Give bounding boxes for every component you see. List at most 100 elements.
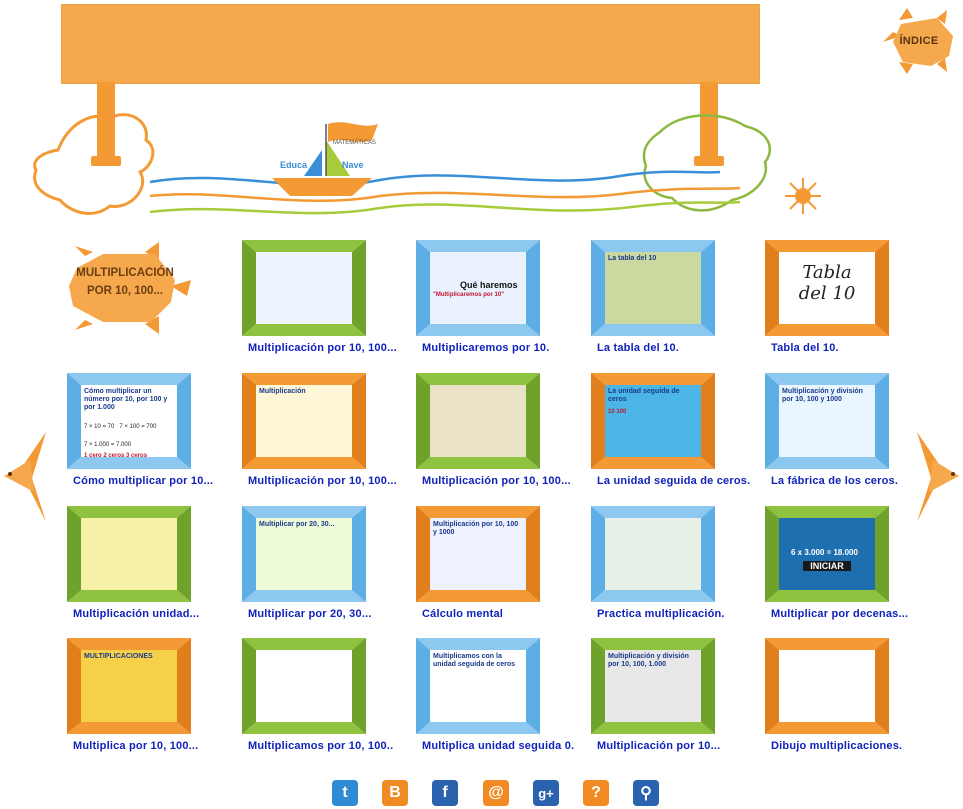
tile-caption-link[interactable]: Multiplicar por 20, 30... <box>248 608 372 620</box>
activity-tile[interactable]: Multiplicación y división por 10, 100 y … <box>765 373 889 469</box>
thumbnail-title: Multiplicación <box>259 388 306 395</box>
thumbnail-title: Multiplicar por 20, 30... <box>259 521 335 528</box>
tile-thumbnail: Multiplicación y división por 10, 100, 1… <box>605 650 701 722</box>
tile-frame <box>67 638 191 734</box>
tile-caption-link[interactable]: Cálculo mental <box>422 608 504 620</box>
tile-frame <box>67 373 191 469</box>
tile-caption-link[interactable]: Multiplicación por 10, 100... <box>248 475 397 487</box>
activity-tile[interactable]: Multiplicación <box>242 373 366 469</box>
activity-tile[interactable] <box>765 638 889 734</box>
tile-thumbnail <box>779 650 875 722</box>
tile-thumbnail: Multiplicación <box>256 385 352 457</box>
tile-caption-link[interactable]: Dibujo multiplicaciones. <box>771 740 903 752</box>
activity-tile[interactable] <box>591 506 715 602</box>
search-icon[interactable]: ⚲ <box>633 780 659 806</box>
next-page-button[interactable] <box>913 430 963 524</box>
tile-frame <box>416 638 540 734</box>
thumbnail-title: Cómo multiplicar un número por 10, por 1… <box>84 388 168 411</box>
tile-frame <box>242 240 366 336</box>
social-glyph: B <box>389 784 401 801</box>
thumbnail-subtitle: 1 cero 2 ceros 3 ceros <box>84 453 148 457</box>
tile-caption-link[interactable]: Multiplica por 10, 100... <box>73 740 199 752</box>
tile-thumbnail: La tabla del 10 <box>605 252 701 324</box>
activity-tile[interactable] <box>242 240 366 336</box>
tile-caption-link[interactable]: Multiplica unidad seguida 0. <box>422 740 575 752</box>
thumbnail-title: Multiplicación por 10, 100 y 1000 <box>433 521 519 536</box>
tile-thumbnail <box>256 252 352 324</box>
activity-tile[interactable]: La tabla del 10 <box>591 240 715 336</box>
tile-frame <box>416 373 540 469</box>
logo-word-nave: Nave <box>342 160 364 170</box>
tile-caption-link[interactable]: La fábrica de los ceros. <box>771 475 899 487</box>
activity-tile[interactable]: Multiplicación y división por 10, 100, 1… <box>591 638 715 734</box>
tile-frame <box>242 506 366 602</box>
tile-caption-link[interactable]: Tabla del 10. <box>771 342 839 354</box>
blogger-icon[interactable]: B <box>382 780 408 806</box>
tile-caption-link[interactable]: Multiplicación por 10, 100... <box>248 342 397 354</box>
thumbnail-title: Multiplicación y división por 10, 100, 1… <box>608 653 689 668</box>
thumbnail-title: MULTIPLICACIONES <box>84 653 153 660</box>
tile-frame <box>591 638 715 734</box>
social-glyph: ⚲ <box>640 785 652 802</box>
thumbnail-row: 7 × 100 = 700 <box>119 424 157 430</box>
activity-tile[interactable]: Multiplicamos con la unidad seguida de c… <box>416 638 540 734</box>
activity-tile[interactable]: MULTIPLICACIONES <box>67 638 191 734</box>
previous-page-button[interactable] <box>0 430 50 524</box>
email-icon[interactable]: @ <box>483 780 509 806</box>
tile-caption-link[interactable]: Multiplicamos por 10, 100.. <box>248 740 394 752</box>
right-island-outline <box>642 114 771 212</box>
help-icon[interactable]: ? <box>583 780 609 806</box>
thumbnail-subtitle: "Multiplicaremos por 10" <box>433 292 505 298</box>
twitter-icon[interactable]: t <box>332 780 358 806</box>
activity-tile[interactable] <box>67 506 191 602</box>
tile-caption-link[interactable]: Cómo multiplicar por 10... <box>73 475 214 487</box>
tile-caption-link[interactable]: Multiplicaremos por 10. <box>422 342 550 354</box>
tile-thumbnail: MULTIPLICACIONES <box>81 650 177 722</box>
tile-caption-link[interactable]: La tabla del 10. <box>597 342 680 354</box>
boat-sail-green <box>326 140 350 176</box>
tile-thumbnail: Qué haremos"Multiplicaremos por 10" <box>430 252 526 324</box>
banner-post-left-cap <box>91 156 121 166</box>
facebook-icon[interactable]: f <box>432 780 458 806</box>
google-plus-icon[interactable]: g+ <box>533 780 559 806</box>
activity-tile[interactable]: Cómo multiplicar un número por 10, por 1… <box>67 373 191 469</box>
activity-tile[interactable] <box>416 373 540 469</box>
tile-caption-link[interactable]: Multiplicación por 10... <box>597 740 721 752</box>
thumbnail-title: Multiplicamos con la unidad seguida de c… <box>433 653 516 668</box>
tile-caption-link[interactable]: Multiplicar por decenas... <box>771 608 909 620</box>
index-button[interactable]: ÍNDICE <box>877 6 961 76</box>
social-glyph: g+ <box>538 785 554 801</box>
tile-frame <box>67 506 191 602</box>
tile-frame <box>416 506 540 602</box>
tile-frame <box>765 240 889 336</box>
activity-tile[interactable]: Qué haremos"Multiplicaremos por 10" <box>416 240 540 336</box>
boat-flag <box>328 122 378 142</box>
turtle-title-icon <box>69 242 191 334</box>
tile-caption-link[interactable]: La unidad seguida de ceros. <box>597 475 751 487</box>
tile-thumbnail: Cómo multiplicar un número por 10, por 1… <box>81 385 177 457</box>
wave-orange <box>149 186 741 203</box>
activity-tile[interactable]: Multiplicación por 10, 100 y 1000 <box>416 506 540 602</box>
fish-arrow-right-icon <box>917 432 959 522</box>
left-island-outline <box>33 113 155 215</box>
tile-caption-link[interactable]: Practica multiplicación. <box>597 608 725 620</box>
tile-frame <box>765 638 889 734</box>
tile-frame <box>242 638 366 734</box>
thumbnail-subtitle: INICIAR <box>803 561 851 571</box>
wave-green <box>149 200 741 215</box>
tile-thumbnail <box>256 650 352 722</box>
social-glyph: f <box>442 784 448 801</box>
tile-caption-link[interactable]: Multiplicación por 10, 100... <box>422 475 571 487</box>
activity-tile[interactable] <box>242 638 366 734</box>
thumbnail-subtitle: 10 100 <box>608 409 627 415</box>
tile-frame <box>591 506 715 602</box>
tile-caption-link[interactable]: Multiplicación unidad... <box>73 608 200 620</box>
thumbnail-title: Multiplicación y división por 10, 100 y … <box>782 388 863 403</box>
thumbnail-title: 6 x 3.000 = 18.000 <box>791 548 858 557</box>
activity-tile[interactable]: Multiplicar por 20, 30... <box>242 506 366 602</box>
banner-post-right <box>700 82 718 160</box>
